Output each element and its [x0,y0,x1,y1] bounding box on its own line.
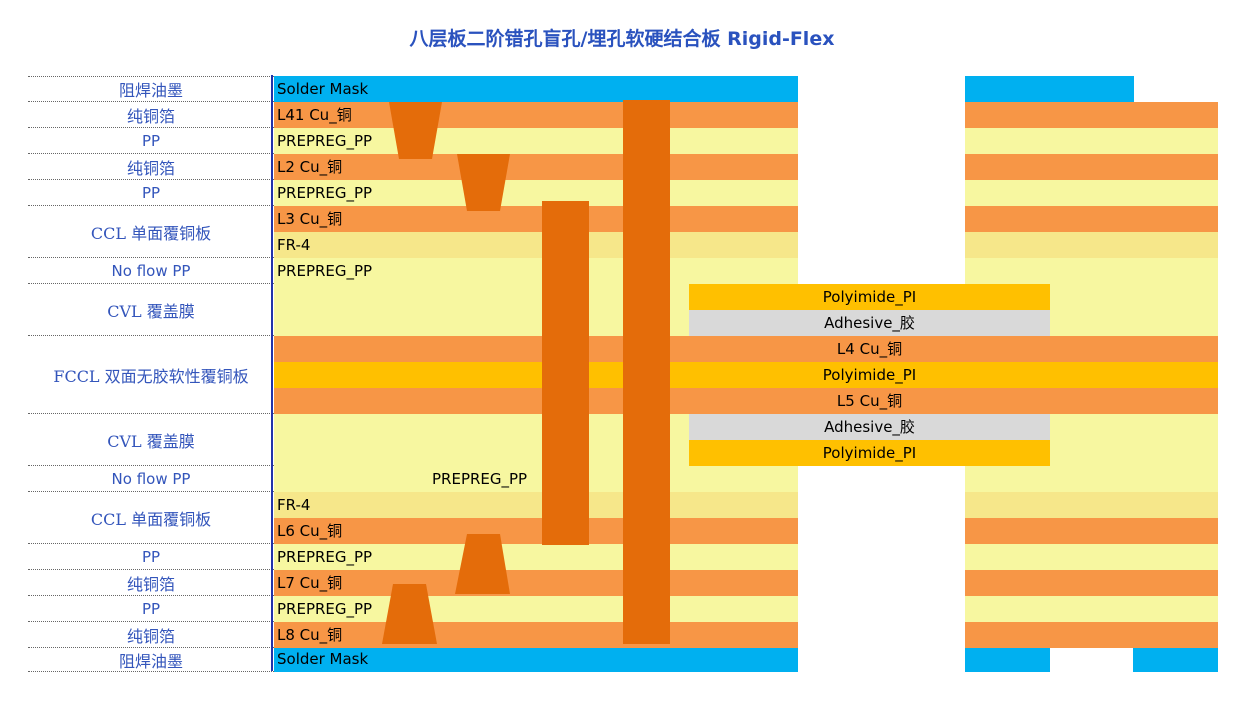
prepreg-1-right [965,128,1218,154]
prepreg-3-right [965,544,1218,570]
text-l4: L4 Cu_铜 [836,340,903,358]
text-prepreg-1: PREPREG_PP [277,132,373,150]
copper-l3-right [965,206,1218,232]
text-l8: L8 Cu_铜 [277,626,343,644]
label-pp-4: PP [28,596,274,622]
prepreg-1-left [274,128,798,154]
through-hole-via [623,100,670,644]
text-solder-mask-bottom: Solder Mask [277,650,369,668]
label-copper-foil-1: 纯铜箔 [28,102,274,128]
label-pp-1: PP [28,128,274,154]
fr4-2-right [965,492,1218,518]
copper-l4 [274,336,1218,362]
text-prepreg-noflow-1: PREPREG_PP [277,262,373,280]
noflow-pp-1-left [274,258,689,336]
label-solder-mask-bottom: 阻焊油墨 [28,648,274,672]
copper-l6-left [274,518,798,544]
copper-l41-left [274,102,798,128]
text-l5: L5 Cu_铜 [836,392,903,410]
text-l41: L41 Cu_铜 [277,106,352,124]
fr4-1-left [274,232,798,258]
text-adhesive-1: Adhesive_胶 [824,314,915,332]
label-cvl-2: CVL 覆盖膜 [28,414,274,466]
stackup-left-edge [271,75,273,671]
copper-l2-right [965,154,1218,180]
text-polyimide-1: Polyimide_PI [822,288,917,306]
label-copper-foil-2: 纯铜箔 [28,154,274,180]
noflow-pp-2-left [274,414,689,492]
text-l3: L3 Cu_铜 [277,210,343,228]
noflow-pp-1-mid [689,258,798,284]
text-fr4-2: FR-4 [277,496,311,514]
copper-l7-left [274,570,798,596]
cvl-2-polyimide [689,440,1050,466]
copper-l8-right [965,622,1218,648]
copper-l7-right [965,570,1218,596]
cvl-2-adhesive [689,414,1050,440]
text-prepreg-4: PREPREG_PP [277,600,373,618]
label-ccl-2: CCL 单面覆铜板 [28,492,274,544]
fccl-polyimide-core [274,362,1218,388]
copper-l3-left [274,206,798,232]
text-l7: L7 Cu_铜 [277,574,343,592]
text-l6: L6 Cu_铜 [277,522,343,540]
buried-via-l3-l6 [542,201,589,545]
copper-l41-right [965,102,1218,128]
prepreg-4-left [274,596,798,622]
label-pp-3: PP [28,544,274,570]
copper-l2-left [274,154,798,180]
copper-l8-left [274,622,798,648]
text-solder-mask-top: Solder Mask [277,80,369,98]
prepreg-2-left [274,180,798,206]
text-l2: L2 Cu_铜 [277,158,343,176]
diagram-title: 八层板二阶错孔盲孔/埋孔软硬结合板 Rigid-Flex [409,28,835,50]
cvl-1-polyimide [689,284,1050,310]
solder-mask-bottom-left [274,648,798,672]
label-cvl-1: CVL 覆盖膜 [28,284,274,336]
label-solder-mask-top: 阻焊油墨 [28,76,274,102]
text-polyimide-2: Polyimide_PI [822,444,917,462]
microvia-l2-l3 [457,154,510,211]
fr4-2-left [274,492,798,518]
fr4-1-right [965,232,1218,258]
microvia-l6-l7 [455,534,510,594]
label-fccl: FCCL 双面无胶软性覆铜板 [28,336,274,414]
label-copper-foil-3: 纯铜箔 [28,570,274,596]
solder-mask-bottom-right-a [965,648,1050,672]
solder-mask-top-left [274,76,798,102]
label-noflow-pp-2: No flow PP [28,466,274,492]
text-fr4-1: FR-4 [277,236,311,254]
text-adhesive-2: Adhesive_胶 [824,418,915,436]
label-noflow-pp-1: No flow PP [28,258,274,284]
copper-l5 [274,388,1218,414]
text-polyimide-core: Polyimide_PI [822,366,917,384]
text-prepreg-noflow-2: PREPREG_PP [432,470,528,488]
text-prepreg-2: PREPREG_PP [277,184,373,202]
copper-l6-right [965,518,1218,544]
prepreg-3-left [274,544,798,570]
prepreg-4-right [965,596,1218,622]
solder-mask-top-right [965,76,1134,102]
solder-mask-bottom-right-b [1133,648,1218,672]
text-prepreg-3: PREPREG_PP [277,548,373,566]
noflow-pp-2-mid [689,466,798,492]
cvl-1-adhesive [689,310,1050,336]
label-pp-2: PP [28,180,274,206]
prepreg-2-right [965,180,1218,206]
label-copper-foil-4: 纯铜箔 [28,622,274,648]
label-ccl-1: CCL 单面覆铜板 [28,206,274,258]
microvia-l7-l8 [382,584,437,644]
microvia-l41-l2 [389,102,442,159]
